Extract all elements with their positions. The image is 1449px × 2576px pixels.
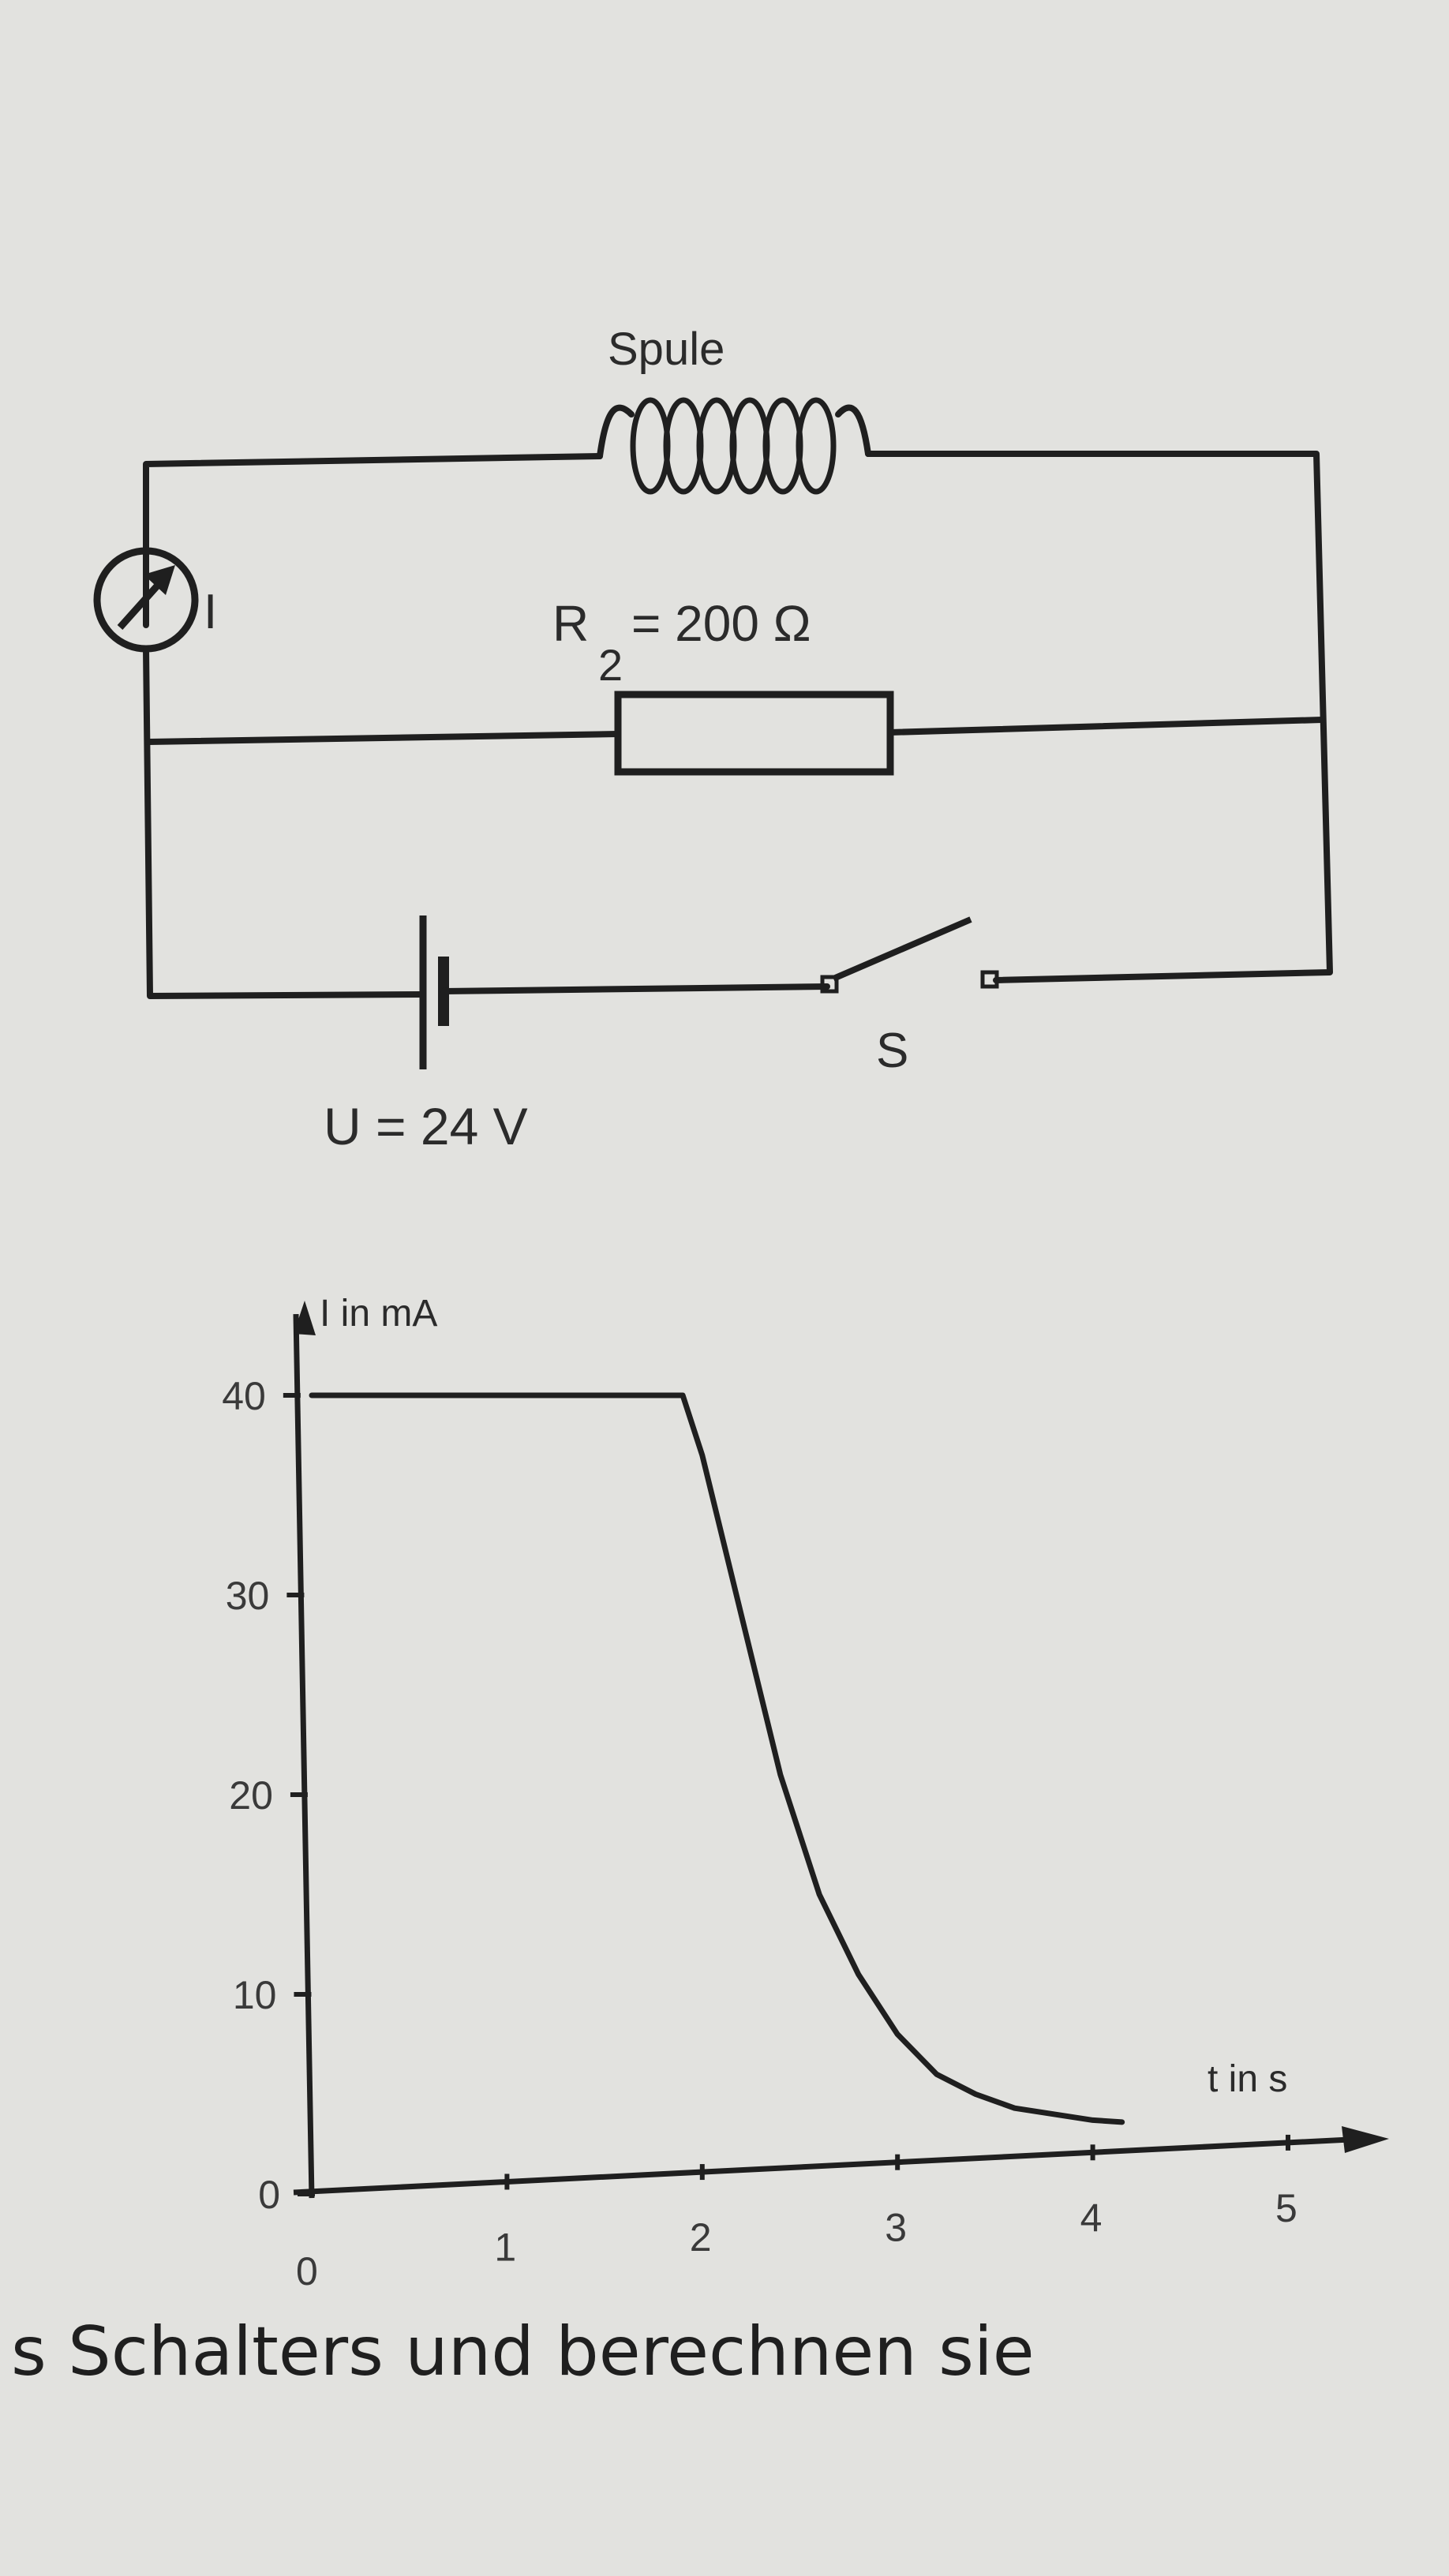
wire-left (143, 646, 425, 999)
resistor-symbol (614, 691, 894, 776)
y-axis-label: I in mA (320, 1293, 437, 1335)
y-tick-label-10: 10 (233, 1973, 277, 2017)
x-tick-label-1: 1 (494, 2225, 516, 2269)
coil-label: Spule (608, 324, 724, 375)
footer-text: s Schalters und berechnen sie (11, 2312, 1035, 2391)
x-tick-label-4: 4 (1080, 2196, 1103, 2240)
y-axis-arrow (294, 1301, 316, 1335)
x-tick-label-3: 3 (885, 2206, 907, 2250)
x-tick-label-5: 5 (1275, 2186, 1297, 2230)
x-tick-label-2: 2 (690, 2215, 712, 2260)
x-axis-label: t in s (1208, 2058, 1287, 2100)
battery-symbol (419, 915, 449, 1069)
switch-label: S (876, 1024, 908, 1078)
meter-label: I (204, 585, 217, 639)
resistor-label: R 2 = 200 Ω (552, 595, 811, 691)
wire-top-right (865, 451, 1333, 983)
series-line-1 (309, 1392, 1125, 2125)
y-axis-line (293, 1313, 315, 2199)
current-time-chart: 0 1 2 3 4 5 0 10 20 30 40 I in mA t in s (222, 1293, 1389, 2293)
x-axis-line (293, 2136, 1366, 2196)
chart-axes (293, 1301, 1389, 2199)
y-tick-label-20: 20 (229, 1773, 273, 1818)
circuit-diagram: Spule I R 2 = 200 Ω S (93, 324, 1333, 1155)
wire-resistor-left (145, 731, 621, 745)
chart-tick-labels: 0 1 2 3 4 5 0 10 20 30 40 (222, 1374, 1297, 2293)
chart-series (309, 1392, 1125, 2125)
y-tick-label-0: 0 (258, 2173, 280, 2217)
wire-top-left (143, 453, 603, 628)
x-axis-arrow (1342, 2126, 1389, 2153)
switch-symbol (820, 916, 999, 994)
wire-bottom (440, 983, 830, 994)
wire-resistor-right (887, 717, 1325, 736)
x-tick-label-0: 0 (296, 2249, 318, 2293)
y-tick-label-40: 40 (222, 1374, 266, 1418)
y-tick-label-30: 30 (226, 1574, 270, 1618)
coil-symbol (597, 397, 871, 495)
voltage-label: U = 24 V (324, 1097, 528, 1155)
chart-ticks (283, 1393, 1290, 2196)
